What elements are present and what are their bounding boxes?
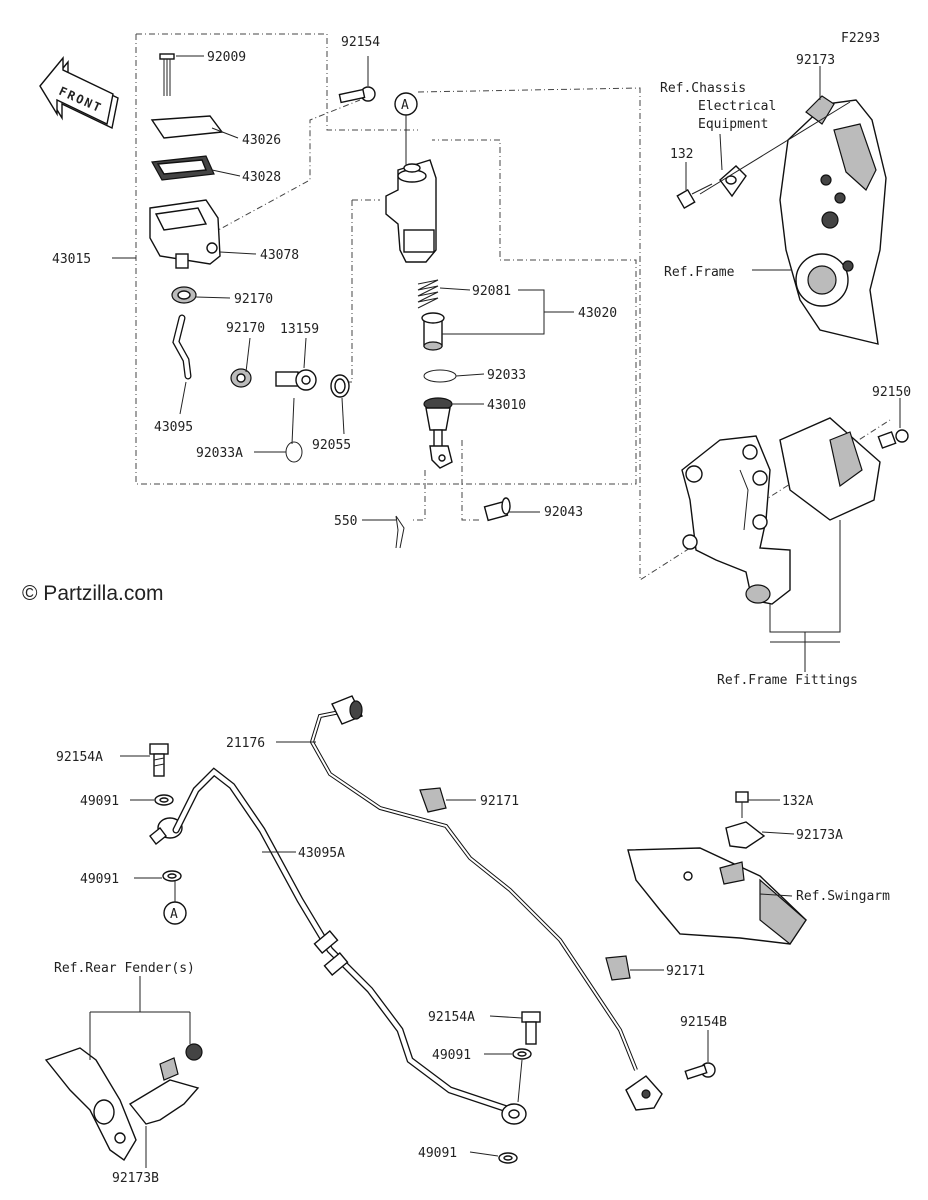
ref-chassis-line3: Equipment	[698, 117, 768, 132]
part-label-43020[interactable]: 43020	[578, 306, 617, 321]
part-label-92033A[interactable]: 92033A	[196, 446, 243, 461]
circlip-92033A-shape	[285, 441, 303, 463]
part-label-43026[interactable]: 43026	[242, 133, 281, 148]
part-label-43010[interactable]: 43010	[487, 398, 526, 413]
ref-swingarm: Ref.Swingarm	[796, 889, 890, 904]
frame-reference-drawing	[779, 95, 887, 345]
part-label-43095[interactable]: 43095	[154, 420, 193, 435]
bolt-92150-shape	[877, 429, 909, 449]
part-label-92154B[interactable]: 92154B	[680, 1015, 727, 1030]
figure-code: F2293	[841, 31, 880, 46]
part-label-92033[interactable]: 92033	[487, 368, 526, 383]
cable-clamp-92171-upper-shape	[419, 787, 447, 813]
part-label-49091-fourth[interactable]: 49091	[418, 1146, 457, 1161]
banjo-bolt-92154A-lower-shape	[521, 1011, 541, 1045]
ref-rear-fender: Ref.Rear Fender(s)	[54, 961, 195, 976]
part-label-92170-first[interactable]: 92170	[234, 292, 273, 307]
cotter-pin-550-shape	[395, 515, 405, 549]
part-label-92170-second[interactable]: 92170	[226, 321, 265, 336]
banjo-bolt-92154A-upper-shape	[149, 743, 169, 777]
reference-labels: Ref.Chassis Electrical Equipment Ref.Fra…	[54, 81, 890, 976]
bolt-92154B-shape	[684, 1062, 716, 1080]
part-label-92055[interactable]: 92055	[312, 438, 351, 453]
screw-fender-shape	[185, 1043, 203, 1061]
ref-frame-fittings: Ref.Frame Fittings	[717, 673, 858, 688]
part-label-21176[interactable]: 21176	[226, 736, 265, 751]
circlip-92033-shape	[423, 369, 457, 383]
part-label-43078[interactable]: 43078	[260, 248, 299, 263]
leader-lines	[89, 55, 901, 1168]
part-label-43015[interactable]: 43015	[52, 252, 91, 267]
part-label-92171-lower[interactable]: 92171	[666, 964, 705, 979]
ref-chassis-line2: Electrical	[698, 99, 776, 114]
part-label-43095A[interactable]: 43095A	[298, 846, 345, 861]
part-label-132[interactable]: 132	[670, 147, 693, 162]
part-label-92173B[interactable]: 92173B	[112, 1171, 159, 1186]
part-label-92173A[interactable]: 92173A	[796, 828, 843, 843]
bolt-132A-shape	[735, 791, 749, 818]
pin-92043-shape	[483, 497, 511, 522]
part-label-92173[interactable]: 92173	[796, 53, 835, 68]
callout-a-label-lower: A	[170, 907, 178, 922]
callout-a-label-upper: A	[401, 98, 409, 113]
frame-fittings-reference-drawing	[681, 417, 881, 605]
part-label-49091-third[interactable]: 49091	[432, 1048, 471, 1063]
swingarm-reference-drawing	[627, 847, 807, 945]
part-label-13159[interactable]: 13159	[280, 322, 319, 337]
bracket-92173-shape	[719, 165, 747, 198]
part-label-92154A-lower[interactable]: 92154A	[428, 1010, 475, 1025]
part-label-49091-second[interactable]: 49091	[80, 872, 119, 887]
bracket-92173A-shape	[725, 821, 766, 849]
part-label-92009[interactable]: 92009	[207, 50, 246, 65]
part-number-labels: 92009 92154 43026 43028 43078 43015 9217…	[52, 35, 911, 1186]
ref-frame: Ref.Frame	[664, 265, 735, 280]
part-label-49091-first[interactable]: 49091	[80, 794, 119, 809]
part-label-92154A-upper[interactable]: 92154A	[56, 750, 103, 765]
watermark: © Partzilla.com	[22, 582, 164, 605]
part-label-92081[interactable]: 92081	[472, 284, 511, 299]
cable-clamp-92171-lower-shape	[605, 955, 631, 981]
master-cylinder-assembly: A	[385, 92, 511, 549]
switch-connector-shape	[331, 695, 363, 725]
rear-fender-reference-drawing	[44, 1047, 137, 1162]
assembly-boundaries	[135, 33, 891, 581]
bracket-92173B-shape	[128, 1057, 200, 1125]
spring-92081-shape	[417, 279, 439, 309]
push-rod-43010-shape	[423, 397, 453, 469]
bolt-132-shape	[676, 183, 713, 210]
screw-92009-shape	[159, 53, 175, 96]
brake-switch-shape	[625, 1075, 663, 1111]
part-label-43028[interactable]: 43028	[242, 170, 281, 185]
fitting-13159-shape	[275, 371, 299, 387]
part-label-92171-upper[interactable]: 92171	[480, 794, 519, 809]
ref-chassis-line1: Ref.Chassis	[660, 81, 746, 96]
part-label-92043[interactable]: 92043	[544, 505, 583, 520]
front-direction-arrow: FRONT	[39, 56, 119, 130]
part-label-132A[interactable]: 132A	[782, 794, 813, 809]
part-label-92154[interactable]: 92154	[341, 35, 380, 50]
reservoir-cap-43026-shape	[150, 115, 224, 139]
bolt-92154-shape	[338, 86, 376, 104]
part-label-92150[interactable]: 92150	[872, 385, 911, 400]
part-label-550[interactable]: 550	[334, 514, 357, 529]
